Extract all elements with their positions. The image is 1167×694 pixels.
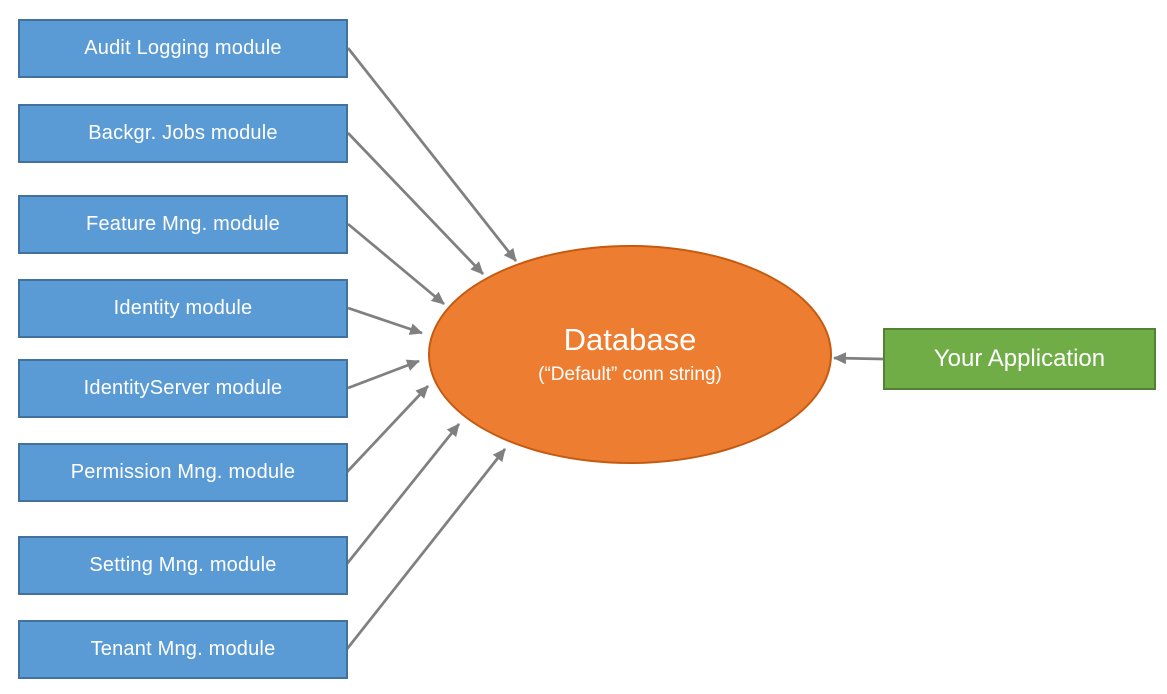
application-box: Your Application <box>883 328 1156 390</box>
arrow-identityserver-to-database <box>347 359 420 390</box>
module-box-identity: Identity module <box>18 279 348 338</box>
module-label: Setting Mng. module <box>89 554 277 576</box>
module-box-permission-mng: Permission Mng. module <box>18 443 348 502</box>
module-label: Permission Mng. module <box>70 461 296 483</box>
arrow-backgr-jobs-to-database <box>347 132 484 275</box>
module-label: Identity module <box>113 297 253 319</box>
application-label: Your Application <box>933 345 1106 372</box>
module-box-feature-mng: Feature Mng. module <box>18 195 348 254</box>
arrow-feature-mng-to-database <box>347 222 445 306</box>
module-box-setting-mng: Setting Mng. module <box>18 536 348 595</box>
arrow-setting-mng-to-database <box>344 423 461 566</box>
database-ellipse: Database (“Default” conn string) <box>428 245 832 464</box>
module-label: Feature Mng. module <box>86 213 280 235</box>
module-label: Audit Logging module <box>84 37 282 59</box>
arrow-tenant-mng-to-database <box>345 448 507 650</box>
module-box-identityserver: IdentityServer module <box>18 359 348 418</box>
module-box-audit-logging: Audit Logging module <box>18 19 348 78</box>
arrow-identity-to-database <box>347 306 423 335</box>
arrow-application-to-database <box>833 352 884 365</box>
module-box-backgr-jobs: Backgr. Jobs module <box>18 104 348 163</box>
module-box-tenant-mng: Tenant Mng. module <box>18 620 348 679</box>
arrow-audit-logging-to-database <box>346 47 518 262</box>
database-title: Database <box>563 321 697 357</box>
module-label: IdentityServer module <box>83 377 283 399</box>
module-label: Backgr. Jobs module <box>88 122 278 144</box>
module-label: Tenant Mng. module <box>90 638 276 660</box>
database-subtitle: (“Default” conn string) <box>538 364 722 386</box>
arrow-permission-mng-to-database <box>345 385 430 473</box>
